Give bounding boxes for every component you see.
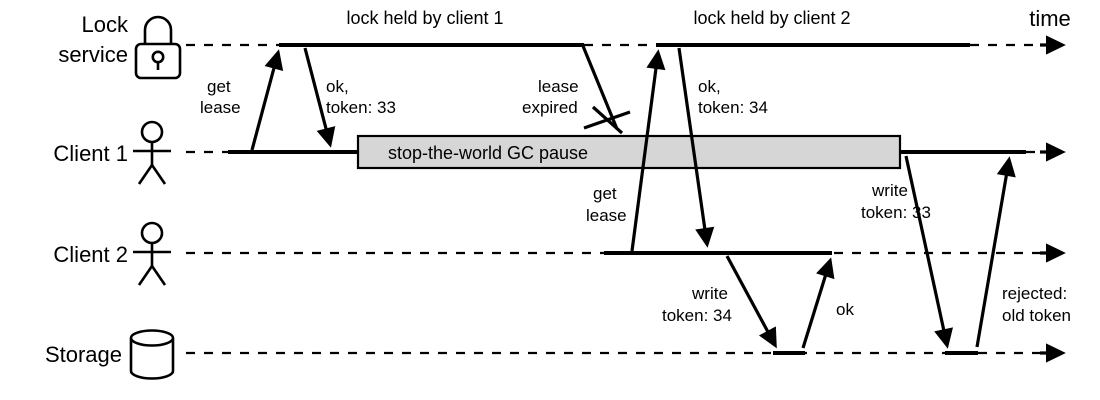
time-axis-label: time (1029, 6, 1071, 31)
label-write-token-34-line2: token: 34 (662, 306, 732, 325)
label-get-lease-1-line2: lease (200, 98, 241, 117)
label-ok-token-34-line2: token: 34 (698, 98, 768, 117)
padlock-icon (134, 15, 182, 80)
lane-label-client-2: Client 2 (53, 242, 128, 267)
arrow-get-lease-2 (630, 49, 666, 252)
label-write-token-33-line1: write (871, 181, 908, 200)
arrow-rejected-old-token (975, 156, 1016, 348)
label-ok-token-34-line1: ok, (698, 77, 721, 96)
arrow-write-token-34 (725, 255, 777, 349)
lease-expired-cross-icon (583, 105, 631, 135)
arrow-write-token-33 (904, 155, 953, 349)
label-rejected-line2: old token (1002, 306, 1071, 325)
label-get-lease-2-line1: get (593, 184, 617, 203)
label-ok-token-33-line1: ok, (326, 77, 349, 96)
arrow-ok-token-33 (303, 47, 336, 148)
gc-pause-label: stop-the-world GC pause (388, 143, 588, 163)
label-write-token-34-line1: write (691, 284, 728, 303)
arrow-storage-ok (801, 257, 835, 349)
database-cylinder-icon (129, 329, 175, 380)
gc-pause-box (356, 134, 902, 170)
arrow-get-lease-1 (250, 49, 284, 151)
label-get-lease-1-line1: get (207, 77, 231, 96)
span-label-lock-held-client-2: lock held by client 2 (693, 8, 850, 28)
label-lease-expired-line1: lease (538, 77, 579, 96)
stick-figure-icon-client-2 (133, 221, 171, 286)
stick-figure-icon-client-1 (133, 120, 171, 185)
label-lease-expired-line2: expired (522, 98, 578, 117)
label-write-token-33-line2: token: 33 (861, 203, 931, 222)
label-get-lease-2-line2: lease (586, 206, 627, 225)
lane-label-lock-service-line2: service (58, 42, 128, 67)
label-rejected-line1: rejected: (1002, 284, 1067, 303)
lane-label-lock-service-line1: Lock (82, 12, 129, 37)
arrow-ok-token-34 (677, 47, 715, 248)
lane-label-client-1: Client 1 (53, 141, 128, 166)
arrow-lease-expired (581, 45, 619, 130)
label-storage-ok-line1: ok (836, 300, 854, 319)
label-ok-token-33-line2: token: 33 (326, 98, 396, 117)
lane-label-storage: Storage (45, 342, 122, 367)
span-label-lock-held-client-1: lock held by client 1 (346, 8, 503, 28)
